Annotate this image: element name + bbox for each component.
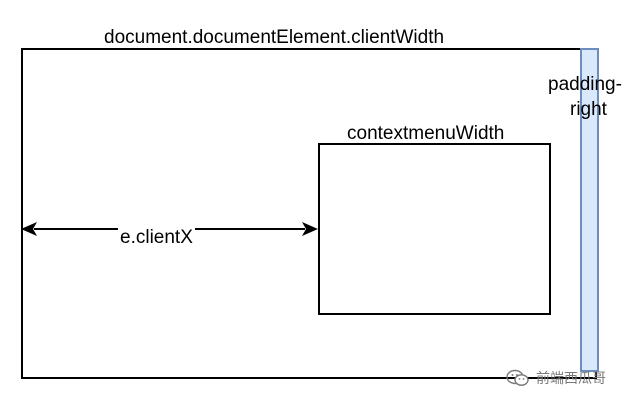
contextmenu-box bbox=[318, 143, 551, 315]
client-x-label: e.clientX bbox=[118, 227, 195, 248]
padding-right-strip bbox=[580, 48, 599, 372]
padding-right-label-line2: right bbox=[570, 99, 607, 120]
padding-right-label-line1: padding- bbox=[548, 74, 622, 95]
client-width-label: document.documentElement.clientWidth bbox=[104, 27, 445, 48]
watermark: 前端西瓜哥 bbox=[506, 368, 606, 388]
wechat-logo-icon bbox=[506, 369, 530, 387]
arrow-head-right-icon bbox=[302, 222, 318, 236]
contextmenu-width-label: contextmenuWidth bbox=[347, 123, 505, 144]
arrow-head-left-icon bbox=[21, 222, 37, 236]
watermark-text: 前端西瓜哥 bbox=[536, 371, 606, 387]
